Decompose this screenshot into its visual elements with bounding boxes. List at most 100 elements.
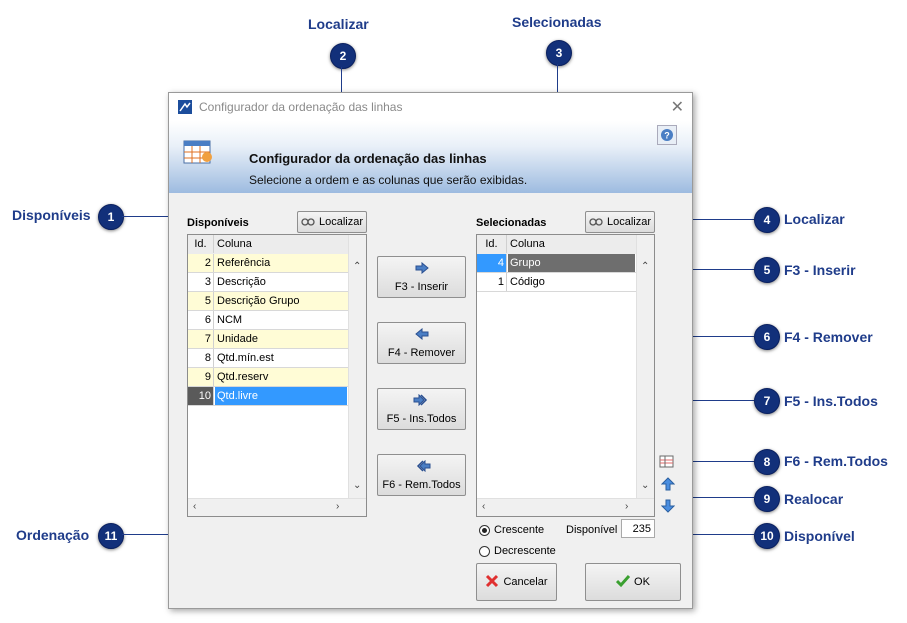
descending-label: Decrescente xyxy=(494,545,556,557)
scroll-down-icon[interactable]: ⌄ xyxy=(353,480,362,491)
selected-label: Selecionadas xyxy=(476,217,547,229)
annotation-label-1: Disponíveis xyxy=(12,207,91,223)
remove-all-button[interactable]: F6 - Rem.Todos xyxy=(377,454,466,496)
available-count-field: 235 xyxy=(621,519,655,538)
selected-grid-header: Id. Coluna xyxy=(477,235,636,255)
ascending-radio[interactable] xyxy=(479,525,490,536)
insert-all-label: F5 - Ins.Todos xyxy=(386,412,457,425)
ok-label: OK xyxy=(634,576,650,588)
row-name: Unidade xyxy=(217,333,258,345)
remove-label: F4 - Remover xyxy=(387,346,456,359)
row-id: 3 xyxy=(188,273,214,291)
annotation-label-6: F4 - Remover xyxy=(784,329,873,345)
annotation-badge-1: 1 xyxy=(98,204,124,230)
row-id: 2 xyxy=(188,254,214,272)
double-arrow-left-icon xyxy=(413,459,431,475)
scroll-up-icon[interactable]: ⌃ xyxy=(353,261,362,272)
available-count-label: Disponível xyxy=(566,524,618,536)
ok-button[interactable]: OK xyxy=(585,563,681,601)
selected-vscroll[interactable]: ⌃ ⌄ xyxy=(636,235,654,498)
available-search-button[interactable]: Localizar xyxy=(297,211,367,233)
close-icon[interactable]: ✕ xyxy=(670,99,684,116)
annotation-label-10: Disponível xyxy=(784,528,855,544)
remove-all-label: F6 - Rem.Todos xyxy=(382,478,461,491)
double-arrow-right-icon xyxy=(413,393,431,409)
insert-all-button[interactable]: F5 - Ins.Todos xyxy=(377,388,466,430)
cancel-icon xyxy=(485,574,499,591)
annotation-badge-3: 3 xyxy=(546,40,572,66)
selected-search-label: Localizar xyxy=(606,216,652,228)
row-id: 8 xyxy=(188,349,214,367)
annotation-badge-8: 8 xyxy=(754,449,780,475)
annotation-line-1 xyxy=(122,216,187,217)
annotation-badge-2: 2 xyxy=(330,43,356,69)
annotation-label-2: Localizar xyxy=(308,16,369,32)
annotation-label-5: F3 - Inserir xyxy=(784,262,856,278)
row-id: 10 xyxy=(188,387,214,405)
header-subtitle: Selecione a ordem e as colunas que serão… xyxy=(249,173,528,187)
cancel-label: Cancelar xyxy=(503,576,548,588)
row-name: Código xyxy=(510,276,545,288)
annotation-line-9 xyxy=(678,497,754,498)
cancel-button[interactable]: Cancelar xyxy=(476,563,557,601)
descending-radio[interactable] xyxy=(479,546,490,557)
annotation-badge-6: 6 xyxy=(754,324,780,350)
dialog-window: Configurador da ordenação das linhas ✕ ?… xyxy=(168,92,693,609)
svg-text:?: ? xyxy=(664,131,670,141)
annotation-badge-10: 10 xyxy=(754,523,780,549)
arrow-right-icon xyxy=(415,261,429,277)
available-col-name[interactable]: Coluna xyxy=(217,238,252,250)
scroll-left-icon[interactable]: ‹ xyxy=(482,501,486,512)
insert-button[interactable]: F3 - Inserir xyxy=(377,256,466,298)
row-name: Qtd.mín.est xyxy=(217,352,274,364)
annotation-badge-4: 4 xyxy=(754,207,780,233)
help-icon[interactable]: ? xyxy=(657,125,677,145)
row-id: 5 xyxy=(188,292,214,310)
available-search-label: Localizar xyxy=(318,216,364,228)
scroll-up-icon[interactable]: ⌃ xyxy=(641,261,650,272)
row-name: Qtd.reserv xyxy=(217,371,269,383)
row-id: 7 xyxy=(188,330,214,348)
insert-label: F3 - Inserir xyxy=(394,280,449,293)
scroll-down-icon[interactable]: ⌄ xyxy=(641,480,650,491)
scroll-right-icon[interactable]: › xyxy=(625,501,629,512)
row-name: NCM xyxy=(217,314,243,326)
annotation-badge-7: 7 xyxy=(754,388,780,414)
selected-search-button[interactable]: Localizar xyxy=(585,211,655,233)
row-name: Descrição Grupo xyxy=(217,295,300,307)
available-vscroll[interactable]: ⌃ ⌄ xyxy=(348,235,366,498)
window-title: Configurador da ordenação das linhas xyxy=(199,100,403,114)
grid-settings-icon[interactable] xyxy=(659,455,675,474)
annotation-label-7: F5 - Ins.Todos xyxy=(784,393,878,409)
move-up-icon[interactable] xyxy=(660,477,676,496)
annotation-badge-5: 5 xyxy=(754,257,780,283)
scroll-left-icon[interactable]: ‹ xyxy=(193,501,197,512)
available-hscroll[interactable]: ‹ › xyxy=(188,498,366,516)
app-icon xyxy=(178,100,192,114)
selected-col-name[interactable]: Coluna xyxy=(510,238,545,250)
selected-col-id[interactable]: Id. xyxy=(477,235,507,253)
move-down-icon[interactable] xyxy=(660,499,676,518)
selected-hscroll[interactable]: ‹ › xyxy=(477,498,654,516)
header-title: Configurador da ordenação das linhas xyxy=(249,151,487,166)
annotation-label-8: F6 - Rem.Todos xyxy=(784,453,888,469)
row-name: Grupo xyxy=(508,254,635,272)
annotation-label-4: Localizar xyxy=(784,211,845,227)
remove-button[interactable]: F4 - Remover xyxy=(377,322,466,364)
row-id: 9 xyxy=(188,368,214,386)
row-name: Referência xyxy=(217,257,271,269)
scroll-right-icon[interactable]: › xyxy=(336,501,340,512)
available-col-id[interactable]: Id. xyxy=(188,235,214,253)
